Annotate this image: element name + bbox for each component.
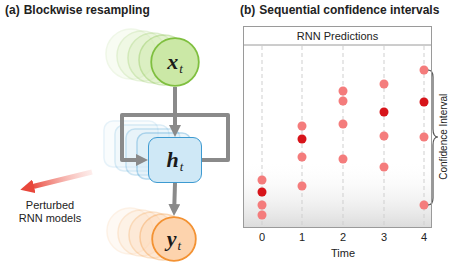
interval-label: Confidence Interval: [438, 94, 450, 180]
sample-dot: [298, 122, 307, 131]
node-content: ht: [149, 138, 201, 182]
sample-dot: [339, 155, 348, 164]
perturb-arrow: [31, 172, 92, 187]
mean-dot: [258, 188, 267, 197]
sample-dot: [420, 133, 429, 142]
header-rule: [243, 45, 432, 46]
circle-shape: [151, 38, 199, 86]
variable-symbol: x: [167, 51, 178, 73]
gridline: [262, 46, 263, 227]
circle-shape: [152, 217, 196, 261]
node-content: xt: [150, 37, 200, 87]
sample-dot: [420, 66, 429, 75]
time-subscript: t: [178, 239, 182, 252]
sample-dot: [258, 176, 267, 185]
time-tick: 2: [340, 231, 346, 244]
frame-shade: [244, 160, 431, 227]
variable-symbol: h: [167, 149, 179, 171]
panel-letter: (a): [5, 4, 20, 18]
sample-dot: [339, 87, 348, 96]
sample-dot: [258, 211, 267, 220]
time-gridlines: [262, 46, 424, 227]
sample-dot: [380, 80, 389, 89]
hidden-state-box: ht: [148, 137, 202, 183]
time-tick: 3: [381, 231, 387, 244]
panel-letter: (b): [240, 4, 255, 18]
mean-dot: [420, 98, 429, 107]
time-subscript: t: [180, 160, 184, 173]
sample-dot: [420, 201, 429, 210]
sample-dot: [339, 120, 348, 129]
panel-title: Blockwise resampling: [24, 4, 150, 18]
flow-arrow: [172, 183, 177, 208]
axis-title: Time: [331, 247, 355, 260]
output-node: yt: [151, 216, 197, 262]
panel-title: Sequential confidence intervals: [259, 4, 439, 18]
sample-dot: [298, 153, 307, 162]
node-content: yt: [151, 216, 197, 262]
flow-arrow: [173, 87, 177, 129]
time-tick: 1: [299, 231, 305, 244]
sample-dot: [298, 182, 307, 191]
prediction-frame: RNN Predictions: [243, 26, 432, 228]
sample-dot: [380, 163, 389, 172]
prediction-dots: [258, 66, 429, 220]
time-tick: 4: [421, 231, 427, 244]
input-node: xt: [150, 37, 200, 87]
gridline: [343, 46, 344, 227]
mean-dot: [298, 135, 307, 144]
mean-dot: [380, 108, 389, 117]
sample-dot: [380, 132, 389, 141]
sample-dot: [258, 201, 267, 210]
time-subscript: t: [179, 62, 183, 75]
frame-heading: RNN Predictions: [244, 27, 431, 43]
variable-symbol: y: [167, 228, 177, 250]
time-tick: 0: [259, 231, 265, 244]
interval-bracket: [428, 70, 438, 205]
annotation-text: Perturbed RNN models: [16, 199, 84, 224]
sample-dot: [339, 97, 348, 106]
